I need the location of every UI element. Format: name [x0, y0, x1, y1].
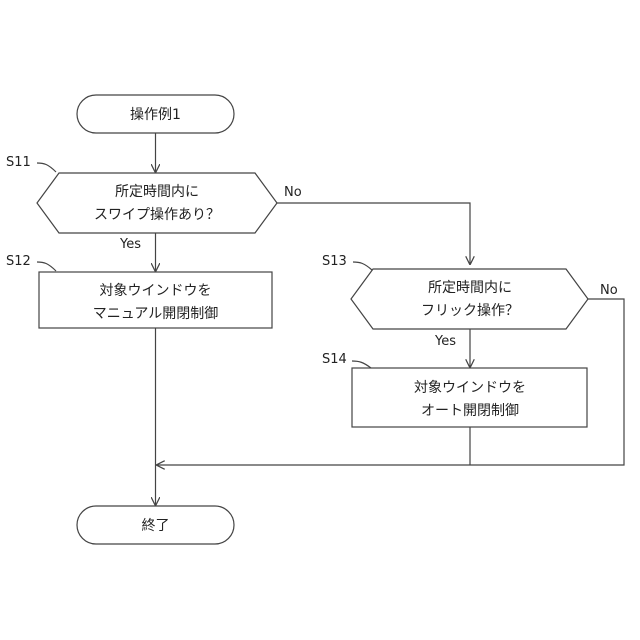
- s13-line-1: 所定時間内に: [428, 280, 512, 296]
- end-label: 終了: [142, 518, 170, 534]
- s11-id-leader: [37, 163, 56, 172]
- s12-line-1: 対象ウインドウを: [100, 283, 212, 299]
- s11-line-1: 所定時間内に: [115, 184, 199, 200]
- s12-id-leader: [37, 262, 56, 271]
- s14-line-2: オート開閉制御: [421, 403, 519, 419]
- s13-no-label: No: [600, 283, 618, 298]
- s14-line-1: 対象ウインドウを: [414, 380, 526, 396]
- start-label: 操作例1: [130, 107, 181, 123]
- arrow-s11-no: [277, 203, 470, 264]
- s13-id-leader: [353, 262, 372, 270]
- s11-line-2: スワイプ操作あり？: [94, 207, 220, 223]
- s11-no-label: No: [284, 185, 302, 200]
- s13-decision: [351, 269, 588, 329]
- s13-id: S13: [322, 254, 347, 269]
- s14-id: S14: [322, 352, 347, 367]
- s14-id-leader: [352, 361, 371, 368]
- s12-id: S12: [6, 254, 31, 269]
- s11-yes-label: Yes: [119, 237, 141, 252]
- s12-line-2: マニュアル開閉制御: [93, 306, 219, 322]
- s13-line-2: フリック操作？: [421, 303, 519, 319]
- s13-yes-label: Yes: [434, 334, 456, 349]
- s11-id: S11: [6, 155, 31, 170]
- s11-decision: [37, 173, 277, 233]
